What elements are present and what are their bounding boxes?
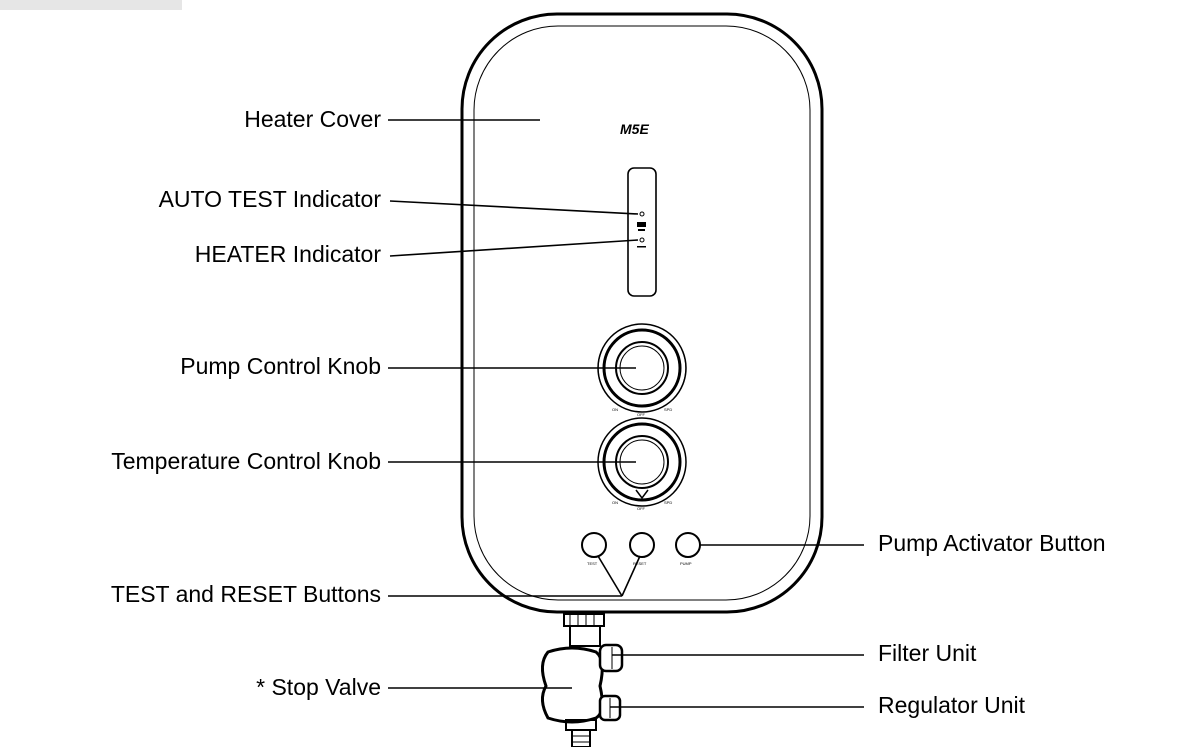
label-filter-unit: Filter Unit bbox=[878, 640, 977, 666]
reset-button bbox=[629, 532, 655, 558]
svg-text:TEST: TEST bbox=[587, 561, 598, 566]
leader-lines bbox=[388, 119, 864, 708]
label-temperature-control-knob: Temperature Control Knob bbox=[111, 448, 381, 474]
svg-text:ON: ON bbox=[612, 500, 618, 505]
leader-auto-test bbox=[389, 200, 639, 215]
label-heater-cover: Heater Cover bbox=[244, 106, 381, 132]
svg-text:OFF: OFF bbox=[637, 412, 646, 417]
filter-unit-body bbox=[598, 643, 624, 673]
heater-led bbox=[639, 237, 645, 243]
corner-tab bbox=[0, 0, 182, 10]
svg-text:SPD: SPD bbox=[664, 500, 672, 505]
temperature-control-knob: ON OFF SPD bbox=[597, 417, 687, 511]
svg-text:RESET: RESET bbox=[633, 561, 647, 566]
label-pump-activator-button: Pump Activator Button bbox=[878, 530, 1106, 556]
test-button bbox=[581, 532, 607, 558]
stop-valve-handle bbox=[541, 646, 604, 724]
svg-text:OFF: OFF bbox=[637, 506, 646, 511]
heater-cover-outer bbox=[460, 12, 824, 614]
heater-body bbox=[460, 12, 824, 614]
indicator-panel bbox=[627, 167, 657, 297]
label-test-reset-buttons: TEST and RESET Buttons bbox=[110, 581, 381, 607]
label-stop-valve: * Stop Valve bbox=[256, 674, 381, 700]
svg-text:SPD: SPD bbox=[664, 407, 672, 412]
bottom-buttons: TEST RESET PUMP bbox=[581, 532, 701, 566]
stop-valve-assembly bbox=[541, 613, 624, 747]
leader-heater-indicator bbox=[389, 239, 639, 257]
brand-mark: M5E bbox=[620, 121, 649, 137]
auto-test-led bbox=[639, 211, 645, 217]
label-heater-indicator: HEATER Indicator bbox=[194, 241, 381, 267]
label-pump-control-knob: Pump Control Knob bbox=[180, 353, 381, 379]
svg-text:PUMP: PUMP bbox=[680, 561, 692, 566]
svg-text:ON: ON bbox=[612, 407, 618, 412]
heater-cover-inner bbox=[473, 25, 811, 601]
pump-control-knob: ON OFF SPD bbox=[597, 323, 687, 417]
label-regulator-unit: Regulator Unit bbox=[878, 692, 1026, 718]
pump-activator-button bbox=[675, 532, 701, 558]
label-auto-test-indicator: AUTO TEST Indicator bbox=[158, 186, 381, 212]
